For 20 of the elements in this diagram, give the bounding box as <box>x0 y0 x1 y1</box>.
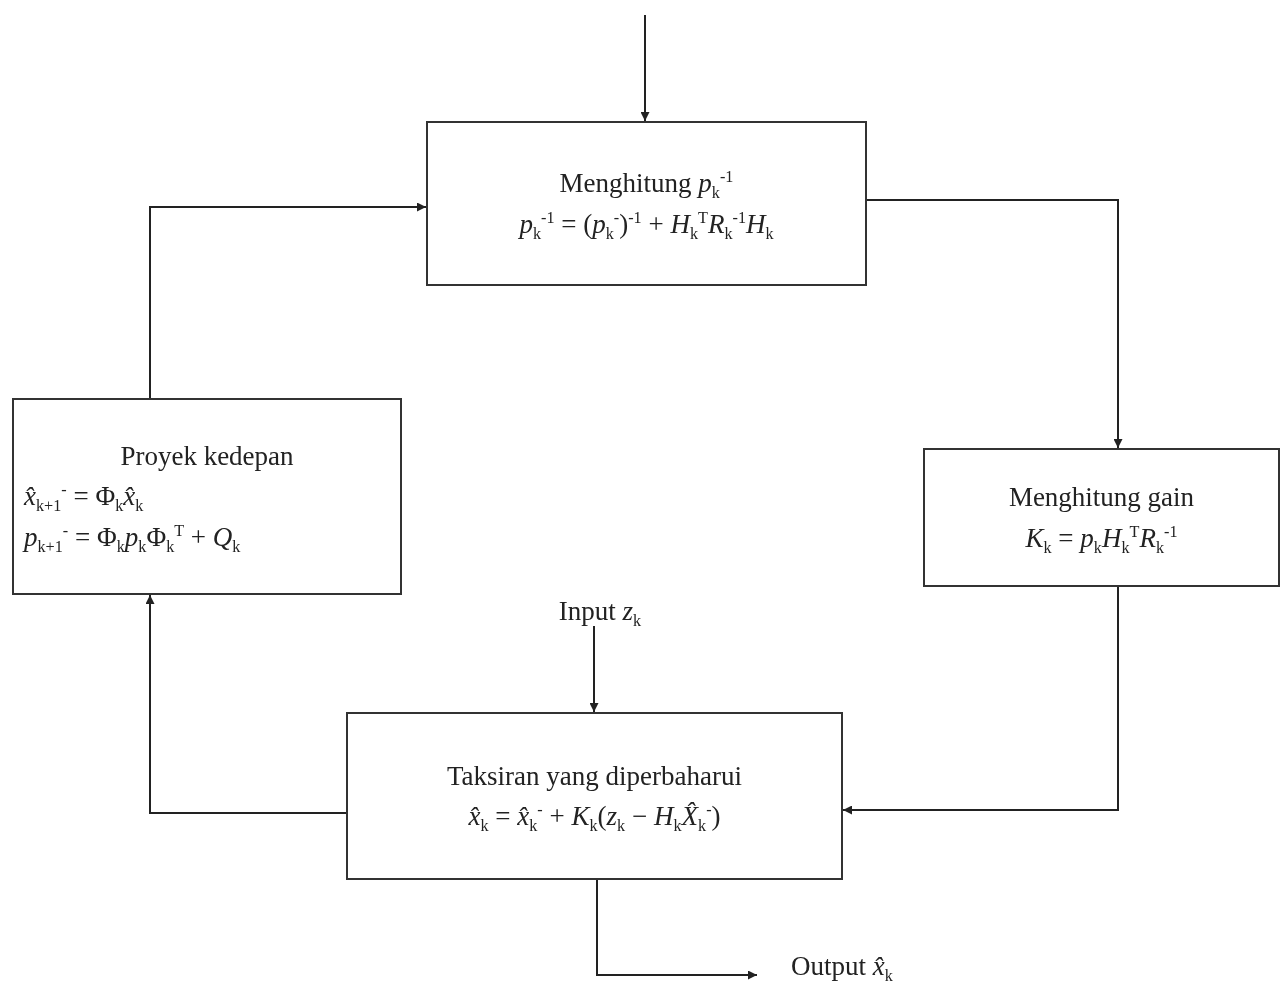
formula: x̂$_{k+1}$$^{-}$ = Φ$_{k}$x̂$_{k}$ <box>24 480 144 517</box>
arrow <box>596 879 758 980</box>
arrow <box>640 14 650 122</box>
box-title: Menghitung gain <box>1008 481 1195 514</box>
process-box <box>12 398 402 595</box>
input-label: Input z$_{k}$ <box>558 594 642 632</box>
process-box <box>426 121 867 286</box>
formula: x̂$_{k}$ = x̂$_{k}$$^{-}$ + K$_{k}$(z$_{k}$ − H$_{k}$X̂$_{k}$$^{-}$) <box>468 800 721 837</box>
arrow <box>145 594 347 814</box>
process-box <box>923 448 1280 587</box>
arrow <box>842 586 1119 815</box>
output-label: Output x̂$_{k}$ <box>791 949 893 984</box>
arrow <box>589 625 599 713</box>
arrow <box>866 199 1123 449</box>
box-title: Taksiran yang diperbaharui <box>447 759 742 793</box>
process-box <box>346 712 843 880</box>
formula: p$_{k}$$^{-1}$ = (p$_{k}$$^{-}$)$^{-1}$ + H$_{k}$$^{T}$R$_{k}$$^{-1}$H$_{k}$ <box>519 207 774 244</box>
box-title: Proyek kedepan <box>120 439 294 473</box>
arrow <box>149 202 427 399</box>
formula: p$_{k+1}$$^{-}$ = Φ$_{k}$p$_{k}$Φ$_{k}$$^{T}$ + Q$_{k}$ <box>24 520 241 558</box>
